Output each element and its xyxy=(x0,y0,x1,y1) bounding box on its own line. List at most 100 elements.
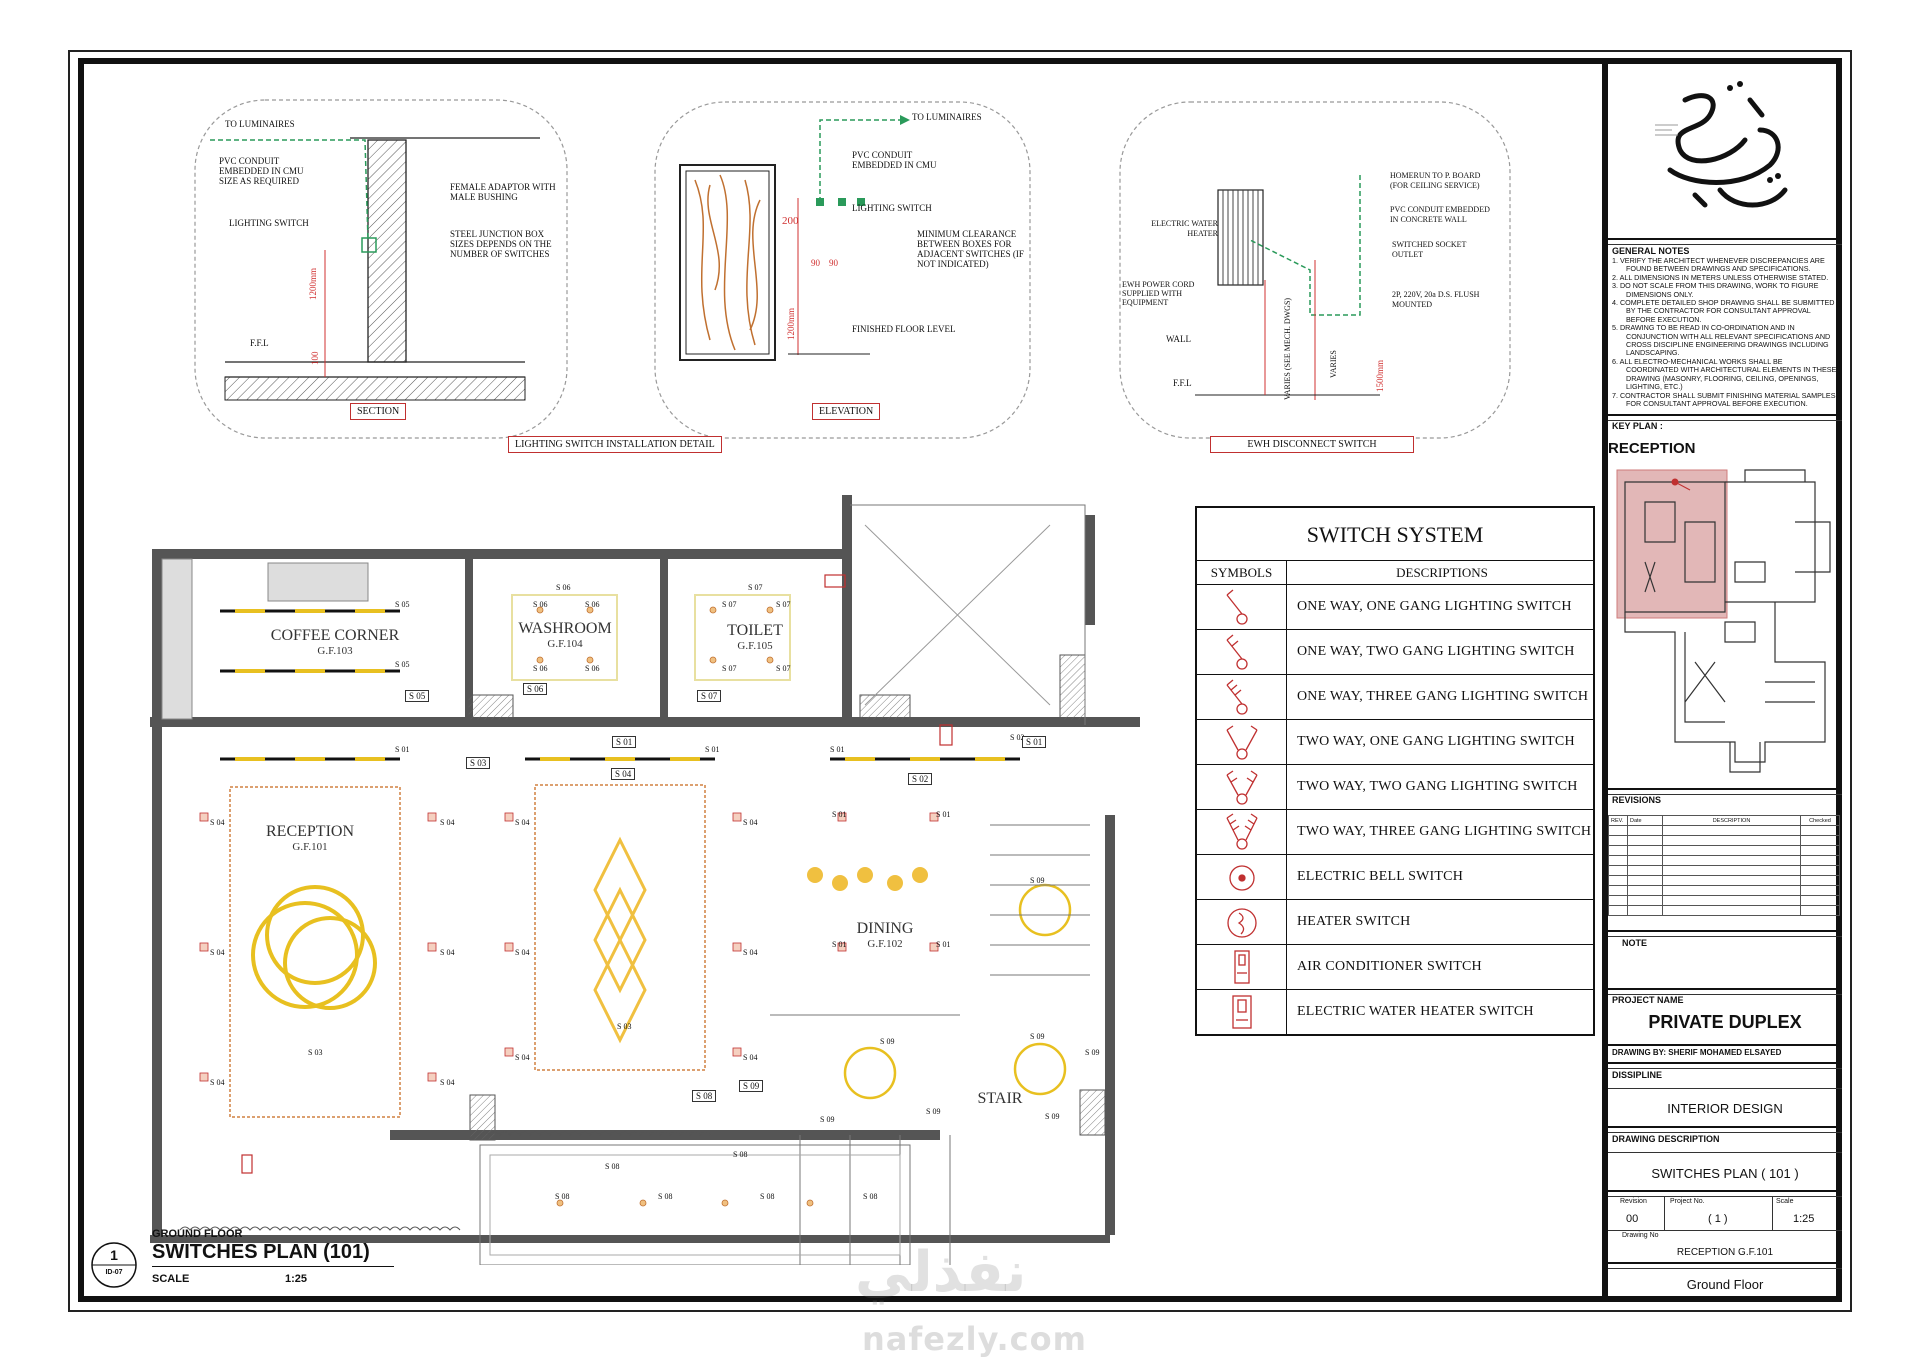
bell-switch-icon xyxy=(1229,865,1255,891)
discipline-label: DISSIPLINE xyxy=(1612,1070,1663,1080)
legend-label: ELECTRIC WATER HEATER SWITCH xyxy=(1297,1004,1534,1019)
legend-label: TWO WAY, TWO GANG LIGHTING SWITCH xyxy=(1297,779,1578,794)
elevation-dim-90a: 90 xyxy=(811,258,820,268)
room-code: G.F.105 xyxy=(737,640,773,652)
rev-col-checked: Checked xyxy=(1800,815,1840,826)
scale-label: Scale xyxy=(1776,1198,1794,1205)
legend-row: ONE WAY, TWO GANG LIGHTING SWITCH xyxy=(1197,629,1593,675)
project-no-value: ( 1 ) xyxy=(1708,1213,1728,1225)
elevation-ffl: FINISHED FLOOR LEVEL xyxy=(852,324,956,334)
circuit-label: S 06 xyxy=(556,583,571,592)
section-female-note: FEMALE ADAPTOR WITH MALE BUSHING xyxy=(450,182,556,202)
general-notes-list: 1. VERIFY THE ARCHITECT WHENEVER DISCREP… xyxy=(1612,256,1837,408)
ac-switch-icon xyxy=(1234,950,1250,984)
drawing-number: 1 xyxy=(110,1247,118,1263)
two-way-two-gang-switch-icon xyxy=(1226,770,1258,805)
sheet-number: ID-07 xyxy=(105,1269,123,1276)
room-name: WASHROOM xyxy=(518,620,612,637)
key-plan-label: KEY PLAN : xyxy=(1612,421,1663,431)
room-code: G.F.103 xyxy=(317,645,353,657)
switch-tag: S 01 xyxy=(1022,736,1047,748)
legend-label: ONE WAY, TWO GANG LIGHTING SWITCH xyxy=(1297,644,1575,659)
room-reception: RECEPTION G.F.101 xyxy=(255,823,365,853)
circuit-label: S 08 xyxy=(760,1192,775,1201)
revision-value: 00 xyxy=(1626,1213,1639,1225)
room-dining: DINING G.F.102 xyxy=(845,920,925,950)
ewh-cord-note: EWH POWER CORD SUPPLIED WITH EQUIPMENT xyxy=(1122,280,1195,307)
section-dim-1200: 1200mm xyxy=(308,267,318,300)
note-item: 1. VERIFY THE ARCHITECT WHENEVER DISCREP… xyxy=(1612,256,1825,274)
legend-row: TWO WAY, TWO GANG LIGHTING SWITCH xyxy=(1197,764,1593,810)
note-item: 7. CONTRACTOR SHALL SUBMIT FINISHING MAT… xyxy=(1612,390,1836,408)
section-switch-note: LIGHTING SWITCH xyxy=(229,218,309,228)
ewh-dim-1500: 1500mm xyxy=(1375,359,1385,392)
elevation-to-luminaires: TO LUMINAIRES xyxy=(912,112,982,122)
room-code: G.F.104 xyxy=(547,638,583,650)
legend-title: SWITCH SYSTEM xyxy=(1306,522,1484,547)
circuit-label: S 08 xyxy=(733,1150,748,1159)
heater-switch-icon xyxy=(1227,908,1257,938)
elevation-dim-1200: 1200mm xyxy=(786,307,796,340)
ewh-ffl: F.F.L xyxy=(1173,378,1192,388)
water-heater-switch-icon xyxy=(1232,995,1252,1029)
revisions-table: REV. Date DESCRIPTION Checked xyxy=(1608,815,1840,916)
drawing-by: DRAWING BY: SHERIF MOHAMED ELSAYED xyxy=(1612,1048,1782,1057)
switch-legend: SWITCH SYSTEM SYMBOLS DESCRIPTIONS ONE W… xyxy=(1195,506,1595,1036)
room-toilet: TOILET G.F.105 xyxy=(715,622,795,652)
ewh-heater-note: ELECTRIC WATER HEATER xyxy=(1151,219,1218,238)
installation-detail-label: LIGHTING SWITCH INSTALLATION DETAIL xyxy=(508,436,722,453)
legend-header-row: SYMBOLS DESCRIPTIONS xyxy=(1197,560,1593,585)
switch-tag: S 08 xyxy=(692,1090,717,1102)
legend-label: TWO WAY, ONE GANG LIGHTING SWITCH xyxy=(1297,734,1575,749)
circuit-label: S 09 xyxy=(1030,876,1045,885)
legend-col-descriptions: DESCRIPTIONS xyxy=(1396,565,1488,580)
note-label: NOTE xyxy=(1622,938,1648,948)
switch-tag: S 01 xyxy=(612,736,637,748)
drawing-no-value: RECEPTION G.F.101 xyxy=(1676,1247,1774,1258)
circuit-label: S 07 xyxy=(748,583,763,592)
note-item: 5. DRAWING TO BE READ IN CO-ORDINATION A… xyxy=(1612,323,1831,358)
footer-title: SWITCHES PLAN (101) xyxy=(152,1241,370,1263)
ewh-homerun-note: HOMERUN TO P. BOARD (FOR CEILING SERVICE… xyxy=(1390,171,1481,190)
section-steel-box-note: STEEL JUNCTION BOX SIZES DEPENDS ON THE … xyxy=(450,229,552,259)
circuit-label: S 04 xyxy=(515,948,530,957)
floor-plan-drawing xyxy=(150,495,1140,1265)
legend-label: AIR CONDITIONER SWITCH xyxy=(1297,959,1482,974)
switch-tag: S 04 xyxy=(611,768,636,780)
legend-row: ELECTRIC BELL SWITCH xyxy=(1197,854,1593,900)
elevation-pvc-note: PVC CONDUIT EMBEDDED IN CMU xyxy=(852,150,937,170)
one-way-three-gang-switch-icon xyxy=(1226,679,1248,715)
one-way-two-gang-switch-icon xyxy=(1226,634,1248,670)
switch-tag: S 02 xyxy=(908,773,933,785)
rev-col-date: Date xyxy=(1627,815,1663,826)
legend-row: ELECTRIC WATER HEATER SWITCH xyxy=(1197,989,1593,1035)
room-name: COFFEE CORNER xyxy=(270,627,400,644)
elevation-clearance-note: MINIMUM CLEARANCE BETWEEN BOXES FOR ADJA… xyxy=(917,229,1024,269)
circuit-label: S 01 xyxy=(395,745,410,754)
legend-row: AIR CONDITIONER SWITCH xyxy=(1197,944,1593,990)
circuit-label: S 07 xyxy=(776,600,791,609)
circuit-label: S 06 xyxy=(585,600,600,609)
ewh-socket-note: SWITCHED SOCKET OUTLET xyxy=(1392,240,1467,259)
key-plan-diagram xyxy=(1616,469,1831,773)
room-name: STAIR xyxy=(977,1090,1023,1107)
footer-scale-label: SCALE xyxy=(152,1273,190,1285)
ewh-varies-2: VARIES xyxy=(1329,350,1338,378)
circuit-label: S 05 xyxy=(395,660,410,669)
key-plan-title: RECEPTION xyxy=(1608,440,1696,457)
circuit-label: S 01 xyxy=(936,940,951,949)
title-block xyxy=(1602,58,1842,1302)
legend-label: TWO WAY, THREE GANG LIGHTING SWITCH xyxy=(1297,824,1592,839)
circuit-label: S 04 xyxy=(515,818,530,827)
circuit-label: S 04 xyxy=(515,1053,530,1062)
circuit-label: S 06 xyxy=(533,664,548,673)
circuit-label: S 08 xyxy=(555,1192,570,1201)
circuit-label: S 03 xyxy=(308,1048,323,1057)
legend-row: TWO WAY, THREE GANG LIGHTING SWITCH xyxy=(1197,809,1593,855)
section-ffl: F.F.L xyxy=(250,338,269,348)
elevation-dim-90b: 90 xyxy=(829,258,838,268)
circuit-label: S 01 xyxy=(705,745,720,754)
ewh-wall-note: WALL xyxy=(1166,334,1191,344)
circuit-label: S 03 xyxy=(617,1022,632,1031)
floor-label: Ground Floor xyxy=(1686,1277,1764,1292)
